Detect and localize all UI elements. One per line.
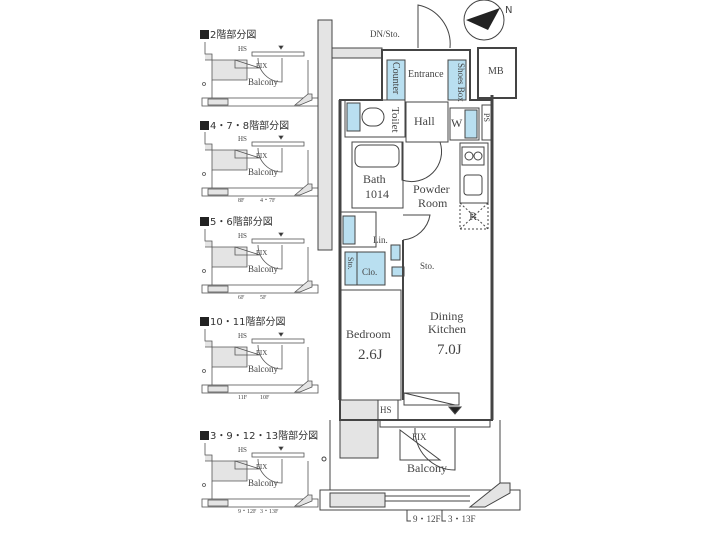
inset-floor-label: 10F <box>260 395 270 401</box>
inset-floor-label: 8F <box>238 198 245 204</box>
stove-icon <box>461 146 485 166</box>
inset-balcony-label: Balcony <box>248 364 278 374</box>
entrance-label: Entrance <box>408 69 444 80</box>
inset-title-text: 4・7・8階部分図 <box>210 121 290 132</box>
refrigerator-label: R <box>469 209 478 223</box>
bath-size-label: 1014 <box>365 187 389 201</box>
inset-hs-label: HS <box>238 45 247 53</box>
north-label: N <box>505 5 513 16</box>
inset-floor-label: 11F <box>238 395 248 401</box>
inset-svg <box>201 42 319 107</box>
floor-label-3-13f: 3・13F <box>448 514 476 524</box>
inset-svg <box>201 229 319 294</box>
inset-floor-label: 9・12F <box>238 509 257 515</box>
inset-svg <box>201 329 319 394</box>
toilet-sink <box>346 102 361 132</box>
toilet-bowl <box>361 107 385 127</box>
inset-balcony-label: Balcony <box>248 264 278 274</box>
inset-hs-label: HS <box>238 135 247 143</box>
inset-fix-label: FIX <box>256 349 268 357</box>
mb-label: MB <box>488 66 504 77</box>
bath-label: Bath <box>363 172 386 186</box>
inset-svg <box>201 443 319 508</box>
inset-title-text: 5・6階部分図 <box>210 217 273 228</box>
left-wall <box>317 19 333 251</box>
storage-small-label: Sto. <box>346 257 355 270</box>
refrigerator-space <box>459 202 489 230</box>
closet-label: Clo. <box>362 267 378 277</box>
inset-fix-label: FIX <box>256 249 268 257</box>
inset-drawing: HS FIX Balcony <box>200 40 320 112</box>
inset-balcony-label: Balcony <box>248 167 278 177</box>
inset-floor-label: 5F <box>260 295 267 301</box>
compass-icon <box>463 0 505 41</box>
balcony-label: Balcony <box>407 461 447 475</box>
inset-hs-label: HS <box>238 446 247 454</box>
bedroom-size-label: 2.6J <box>358 347 383 363</box>
ps-label: PS <box>482 113 491 122</box>
inset-balcony-label: Balcony <box>248 77 278 87</box>
inset-hs-label: HS <box>238 232 247 240</box>
dining-kitchen-label-2: Kitchen <box>428 322 466 336</box>
inset-title-4-7-8f: 4・7・8階部分図 <box>200 117 289 132</box>
washbasin <box>342 215 356 245</box>
inset-drawing: HS FIX Balcony 6F 5F <box>200 227 320 301</box>
inset-title-2f: 2階部分図 <box>200 26 256 41</box>
bathtub <box>354 144 400 168</box>
floor-label-9-12f: 9・12F <box>413 514 441 524</box>
inset-title-3-9-12-13f: 3・9・12・13階部分図 <box>200 427 318 442</box>
toilet-label: Toilet <box>389 107 401 133</box>
inset-drawing: HS FIX Balcony 11F 10F <box>200 327 320 401</box>
inset-title-10-11f: 10・11階部分図 <box>200 313 285 328</box>
inset-floor-label: 4・7F <box>260 198 276 204</box>
washer <box>464 109 478 139</box>
inset-title-text: 3・9・12・13階部分図 <box>210 431 319 442</box>
hs-label: HS <box>380 405 392 415</box>
dn-sto-label: DN/Sto. <box>370 29 400 39</box>
inset-title-5-6f: 5・6階部分図 <box>200 213 273 228</box>
pillar-block <box>339 399 379 459</box>
powder-room-label: Powder <box>413 182 450 196</box>
inset-fix-label: FIX <box>256 152 268 160</box>
inset-hs-label: HS <box>238 332 247 340</box>
shoes-box <box>447 59 467 101</box>
counter-label: Counter <box>390 62 401 95</box>
storage-label: Sto. <box>420 261 435 271</box>
powder-room-label-2: Room <box>418 196 448 210</box>
linen-label: Lin. <box>373 235 388 245</box>
closet <box>344 251 386 286</box>
w-label: W <box>451 116 463 130</box>
dining-kitchen-label: Dining <box>430 309 464 323</box>
fix-label: FIX <box>412 432 427 442</box>
bedroom-label: Bedroom <box>346 327 391 341</box>
inset-fix-label: FIX <box>256 62 268 70</box>
mb-closet <box>477 47 517 99</box>
inset-balcony-label: Balcony <box>248 478 278 488</box>
inset-title-text: 2階部分図 <box>210 30 257 41</box>
inset-floor-label: 6F <box>238 295 245 301</box>
inset-drawing: HS FIX Balcony 8F 4・7F <box>200 130 320 204</box>
dining-kitchen-size-label: 7.0J <box>437 342 462 358</box>
kitchen-sink <box>463 174 483 196</box>
inset-svg <box>201 132 319 197</box>
hall-label: Hall <box>414 114 435 128</box>
inset-title-text: 10・11階部分図 <box>210 317 286 328</box>
top-wall-left <box>331 47 383 59</box>
shoes-box-label: Shoes Box <box>456 63 466 102</box>
inset-floor-label: 3・13F <box>260 509 279 515</box>
inset-fix-label: FIX <box>256 463 268 471</box>
